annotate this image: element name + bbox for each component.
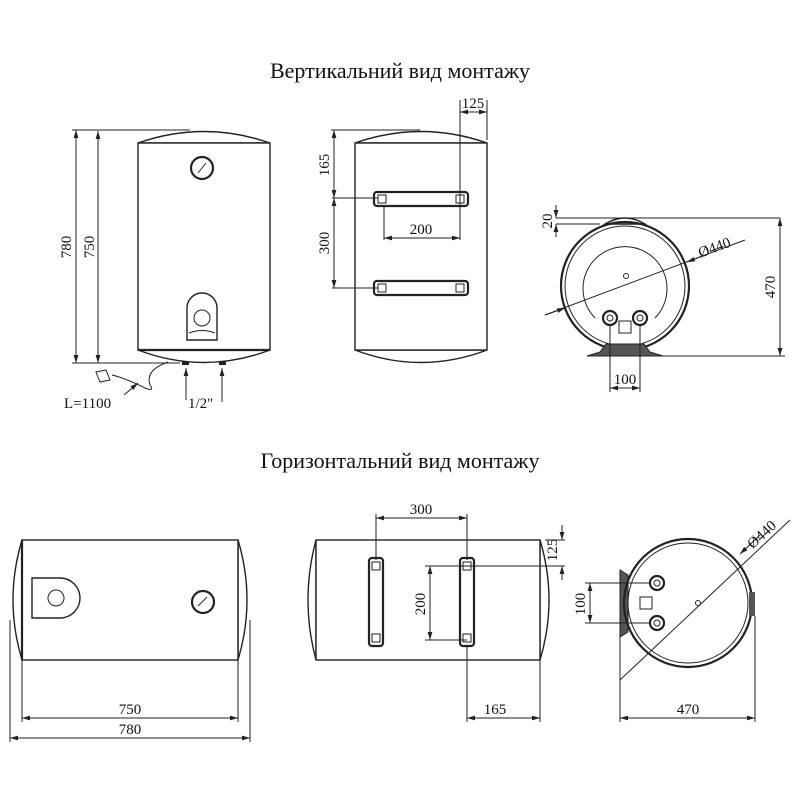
- dim-300: 300: [410, 502, 433, 518]
- thermometer-gauge: [190, 589, 216, 615]
- vertical-side-view: 20 470 Ø440 100: [540, 205, 785, 392]
- dim-200: 200: [410, 222, 433, 238]
- dim-470: 470: [763, 276, 779, 299]
- dim-200: 200: [413, 593, 429, 616]
- horizontal-side-view: Ø440 100 470: [573, 518, 791, 722]
- thermostat-knob: [47, 589, 65, 607]
- dim-780: 780: [59, 236, 75, 259]
- pipe-size: 1/2": [188, 396, 213, 412]
- thermometer-gauge: [189, 155, 215, 181]
- dim-780: 780: [119, 722, 142, 738]
- dim-125: 125: [545, 539, 561, 562]
- dim-diameter: Ø440: [696, 235, 733, 261]
- dim-20: 20: [540, 214, 556, 229]
- cable-length: L=1100: [64, 396, 111, 412]
- thermostat-knob: [193, 309, 211, 327]
- title-horizontal: Горизонтальний вид монтажу: [261, 448, 540, 473]
- horizontal-front-view: 750 780: [9, 539, 251, 742]
- title-vertical: Вертикальний вид монтажу: [270, 58, 530, 83]
- bracket-top: [372, 190, 470, 208]
- dim-470: 470: [677, 702, 700, 718]
- dim-750: 750: [119, 702, 142, 718]
- dim-100: 100: [573, 593, 589, 616]
- dim-125: 125: [462, 96, 485, 112]
- dim-165: 165: [484, 702, 507, 718]
- dim-750: 750: [82, 236, 98, 259]
- plug-icon: [95, 369, 111, 383]
- vertical-back-view: 165 300 200 125: [317, 96, 488, 364]
- vertical-front-view: 780 750 L=1100 1/2": [59, 129, 271, 412]
- dim-165: 165: [317, 154, 333, 177]
- horizontal-back-view: 300 125 200 165: [307, 502, 565, 722]
- dim-300: 300: [317, 232, 333, 255]
- control-panel: [186, 292, 218, 341]
- control-panel: [31, 577, 81, 619]
- dim-100: 100: [614, 372, 637, 388]
